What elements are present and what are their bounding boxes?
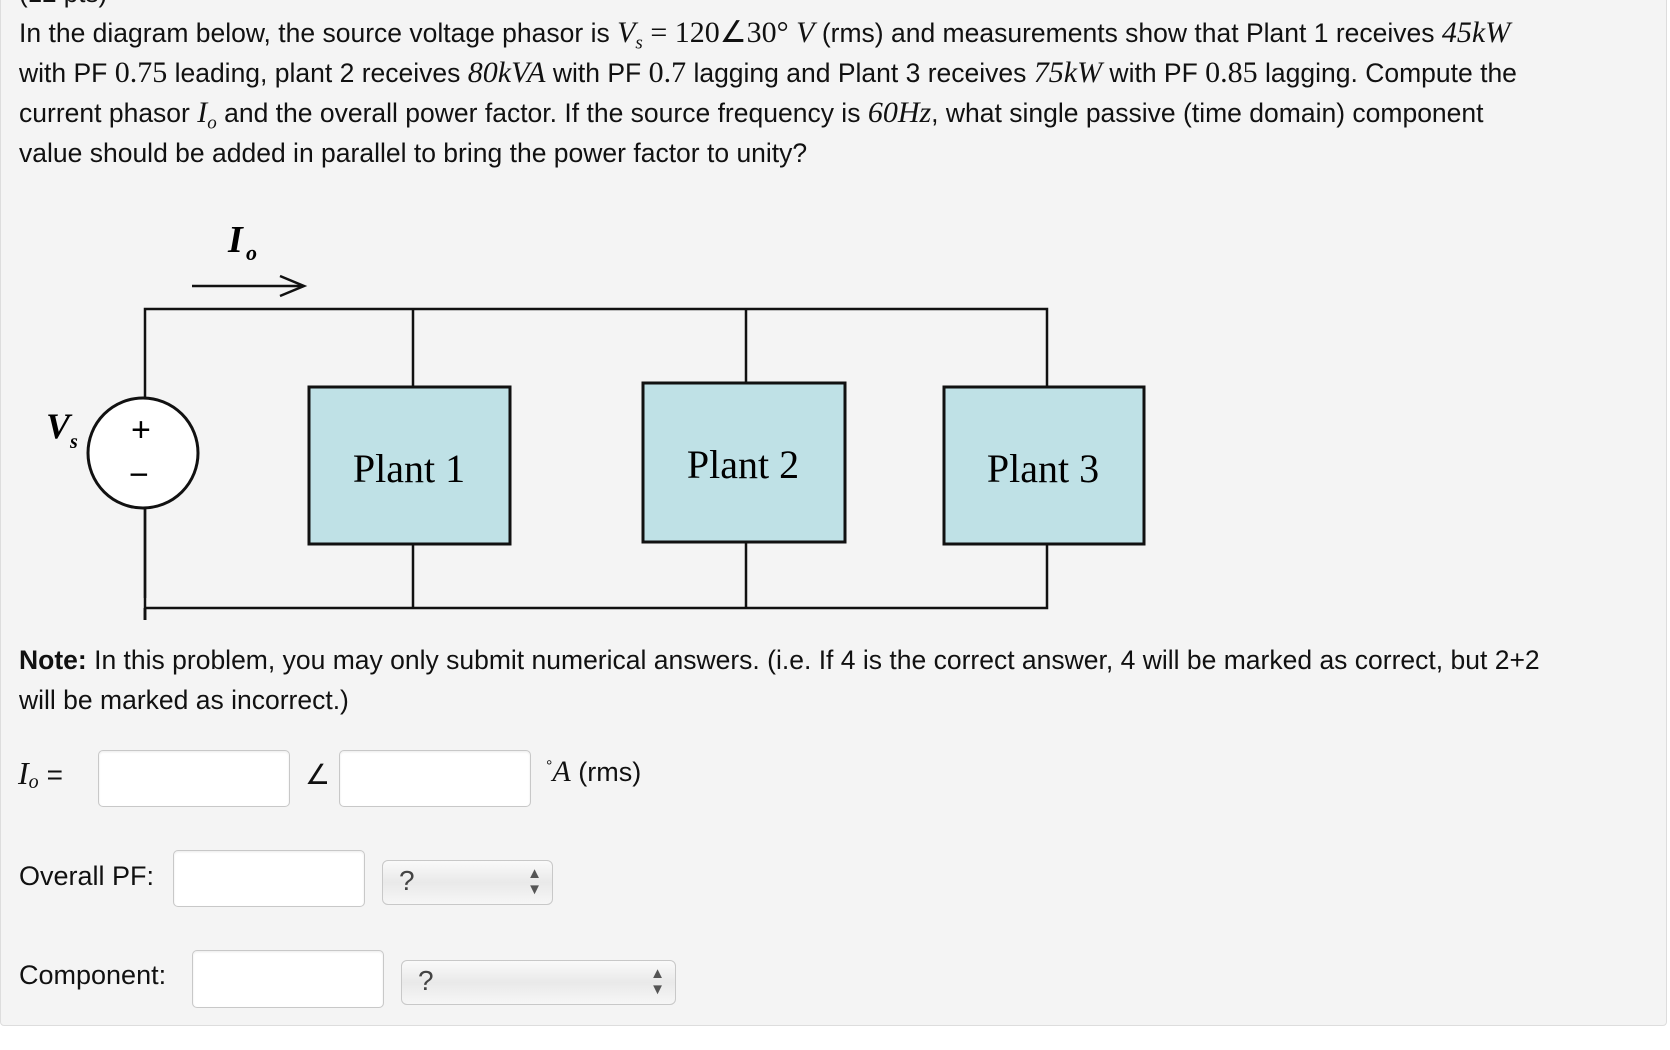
plant-2-label: Plant 2 bbox=[687, 442, 799, 487]
text: lagging and Plant 3 receives bbox=[686, 58, 1034, 88]
question-line-2: with PF 0.75 leading, plant 2 receives 8… bbox=[19, 53, 1517, 93]
io-magnitude-input[interactable] bbox=[98, 750, 290, 807]
source-label: V bbox=[46, 406, 73, 446]
plant3-power: 75kW bbox=[1033, 56, 1103, 89]
io-subscript: o bbox=[28, 771, 39, 794]
component-input[interactable] bbox=[192, 950, 384, 1008]
note-label: Note: bbox=[19, 645, 87, 675]
plant-2-box bbox=[641, 381, 847, 544]
question-line-4: value should be added in parallel to bri… bbox=[19, 138, 808, 168]
plant-3-box bbox=[942, 385, 1146, 546]
io-label: Io = bbox=[18, 755, 63, 794]
text: current phasor bbox=[19, 98, 198, 128]
pf-type-select[interactable]: ? ▲▼ bbox=[382, 860, 553, 905]
pf3: 0.85 bbox=[1205, 56, 1258, 89]
rms-label: (rms) bbox=[570, 757, 642, 787]
pf-input[interactable] bbox=[173, 850, 365, 907]
current-subscript: o bbox=[246, 240, 257, 265]
question-line-1: In the diagram below, the source voltage… bbox=[19, 13, 1510, 63]
current-arrow bbox=[192, 274, 308, 298]
io-symbol: I bbox=[197, 96, 208, 129]
pf2: 0.7 bbox=[648, 56, 687, 89]
io-subscript: o bbox=[207, 112, 217, 134]
source-subscript: s bbox=[69, 431, 78, 453]
text: lagging. Compute the bbox=[1257, 58, 1517, 88]
text: , what single passive (time domain) comp… bbox=[931, 98, 1484, 128]
text: with PF bbox=[19, 58, 115, 88]
voltage-source bbox=[86, 396, 200, 510]
unit: V bbox=[796, 16, 815, 49]
text: (rms) and measurements show that Plant 1… bbox=[814, 18, 1442, 48]
text: with PF bbox=[545, 58, 649, 88]
circuit-diagram: I o + − V s Plant 1 Plant 2 Plant 3 bbox=[46, 219, 1146, 620]
text: and the overall power factor. If the sou… bbox=[216, 98, 868, 128]
text: In the diagram below, the source voltage… bbox=[19, 18, 618, 48]
equals-sign: = bbox=[46, 759, 64, 790]
plus-sign: + bbox=[131, 411, 151, 449]
plant-1-box bbox=[307, 385, 512, 546]
pf-select-value: ? bbox=[399, 865, 415, 896]
io-unit: °A (rms) bbox=[546, 755, 641, 789]
vs-symbol: V bbox=[617, 16, 636, 49]
io-phase-input[interactable] bbox=[339, 750, 531, 807]
note-text: In this problem, you may only submit num… bbox=[86, 645, 1540, 675]
component-label: Component: bbox=[19, 960, 167, 990]
current-label: I bbox=[227, 219, 244, 261]
plant2-power: 80kVA bbox=[467, 56, 546, 89]
plant1-power: 45kW bbox=[1441, 16, 1511, 49]
note-line-2: will be marked as incorrect.) bbox=[19, 685, 349, 715]
points-label: (12 pts) bbox=[19, 0, 107, 9]
wires bbox=[143, 307, 1049, 620]
minus-sign: − bbox=[129, 456, 149, 494]
question-line-3: current phasor Io and the overall power … bbox=[19, 93, 1484, 143]
degree-symbol: ° bbox=[546, 758, 553, 775]
component-select-value: ? bbox=[418, 965, 434, 996]
vs-subscript: s bbox=[635, 32, 643, 54]
text: with PF bbox=[1102, 58, 1206, 88]
frequency: 60Hz bbox=[867, 96, 932, 129]
pf-label: Overall PF: bbox=[19, 861, 155, 891]
note-line-1: Note: In this problem, you may only subm… bbox=[19, 640, 1540, 680]
amp-unit: A bbox=[552, 755, 571, 788]
plant-1-label: Plant 1 bbox=[353, 446, 465, 491]
io-symbol: I bbox=[18, 755, 29, 791]
plant-3-label: Plant 3 bbox=[987, 446, 1099, 491]
text: leading, plant 2 receives bbox=[167, 58, 468, 88]
updown-arrows-icon: ▲▼ bbox=[650, 965, 665, 998]
updown-arrows-icon: ▲▼ bbox=[527, 865, 542, 898]
vs-value: = 120∠30° bbox=[642, 16, 797, 49]
angle-symbol: ∠ bbox=[305, 759, 331, 790]
component-type-select[interactable]: ? ▲▼ bbox=[401, 960, 676, 1005]
pf1: 0.75 bbox=[114, 56, 168, 89]
